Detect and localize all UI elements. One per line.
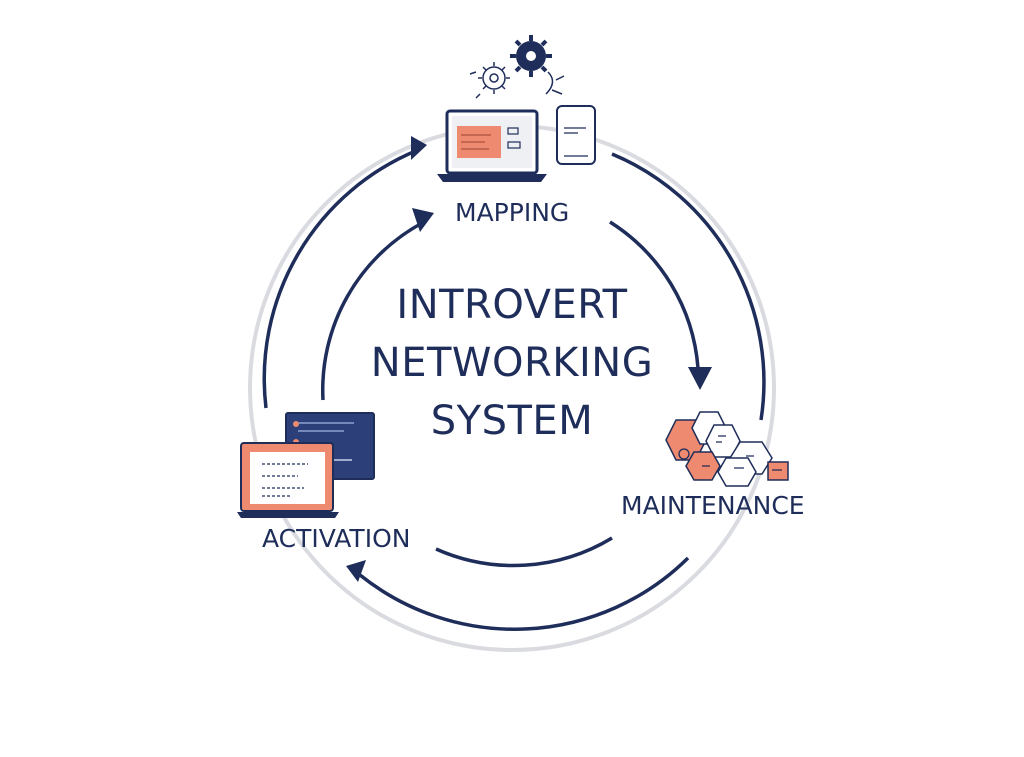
title-line-3: SYSTEM [430,398,594,444]
arrowhead-to-mapping-outer [411,136,427,160]
arrowhead-to-maintenance [688,367,712,390]
square-icon [767,461,789,481]
maintenance-icon [665,411,789,487]
laptop-icon [237,442,339,518]
stage-label-maintenance: MAINTENANCE [621,491,805,520]
arc-inner-bottom [435,536,613,568]
arc-inner-right [609,220,700,369]
arc-outer-bottom [358,556,690,631]
arc-inner-left [320,220,425,401]
arc-outer-right [611,152,766,421]
stage-label-activation: ACTIVATION [262,524,411,553]
arrowhead-to-mapping-inner [412,208,434,232]
activation-icon [237,412,375,518]
gear-icon [510,35,552,77]
phone-icon [556,105,596,165]
arc-outer-left [262,148,419,409]
arrowhead-to-activation [346,560,366,582]
laptop-icon [437,109,547,182]
hexagon-icon [717,457,757,487]
title-line-2: NETWORKING [370,340,654,386]
title-line-1: INTROVERT [396,282,628,328]
gear-outline-icon [478,62,510,94]
stage-label-mapping: MAPPING [455,198,570,227]
mapping-icon [437,35,596,182]
